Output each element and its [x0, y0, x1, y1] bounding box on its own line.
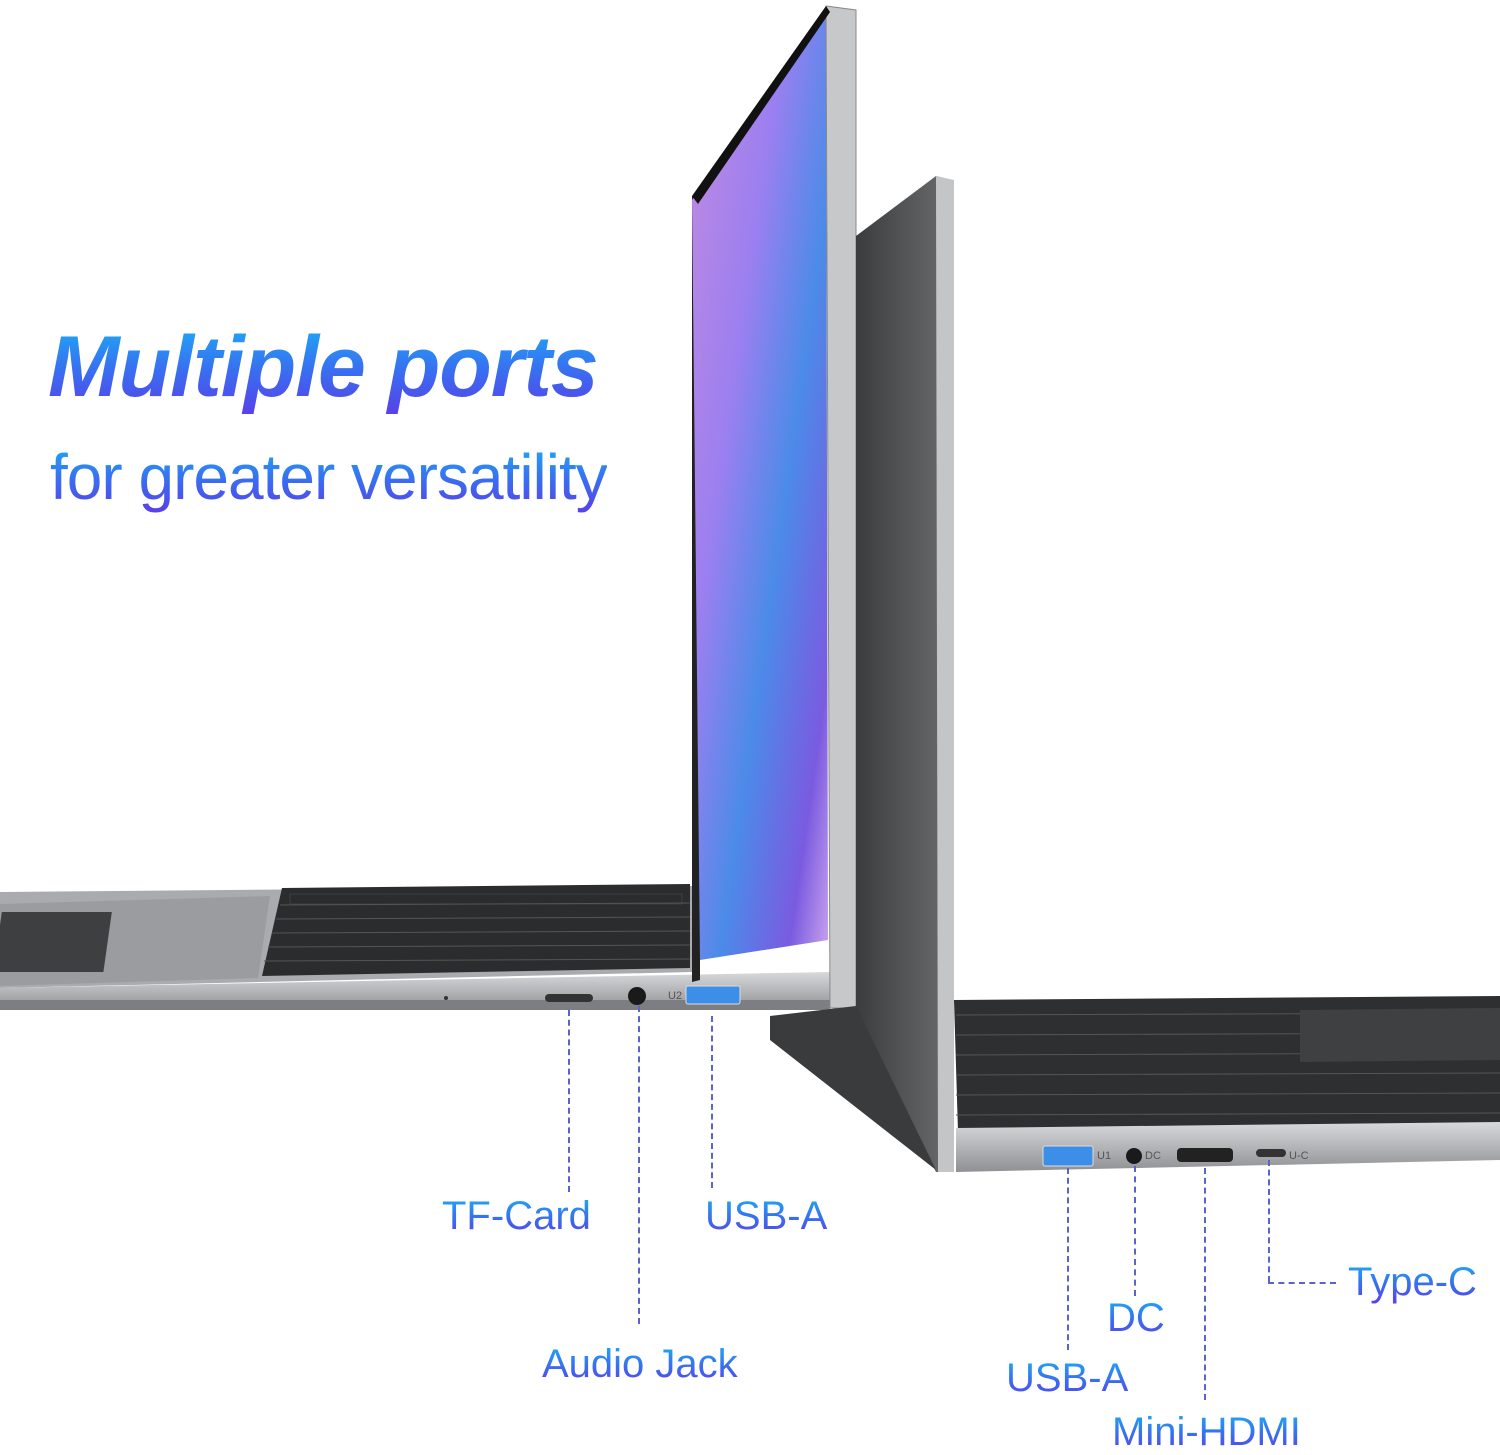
headline-title: Multiple ports [48, 319, 599, 415]
leader-type-c-v [1268, 1160, 1270, 1282]
label-tf-card: TF-Card [442, 1194, 591, 1238]
leader-usb-a-left [711, 1016, 713, 1188]
port-mark-dc: DC [1145, 1150, 1161, 1162]
audio-jack [628, 987, 646, 1005]
usb-a-port-left [685, 985, 741, 1005]
port-mark-uc: U-C [1289, 1150, 1309, 1162]
tf-card-slot [545, 994, 593, 1002]
label-mini-hdmi: Mini-HDMI [1112, 1410, 1301, 1454]
label-usb-a-right: USB-A [1006, 1356, 1129, 1400]
mini-hdmi-port [1177, 1148, 1233, 1162]
label-usb-a-left: USB-A [705, 1194, 828, 1238]
label-type-c: Type-C [1348, 1260, 1477, 1304]
port-mark-u1: U1 [1097, 1150, 1112, 1162]
leader-type-c-h [1268, 1282, 1336, 1284]
headline-subtitle: for greater versatility [50, 441, 608, 513]
leader-tf-card [568, 1010, 570, 1192]
usb-a-port-right [1042, 1145, 1094, 1167]
right-laptop [770, 176, 1500, 1172]
left-laptop [0, 5, 857, 1010]
type-c-port [1256, 1149, 1286, 1157]
label-audio-jack: Audio Jack [542, 1342, 738, 1386]
leader-usb-a-right [1067, 1168, 1069, 1350]
leader-dc [1134, 1166, 1136, 1296]
port-mark-u2: U2 [668, 990, 683, 1002]
label-dc: DC [1107, 1296, 1165, 1340]
leader-mini-hdmi [1204, 1168, 1206, 1400]
dc-port [1126, 1148, 1142, 1164]
leader-audio-jack [638, 1006, 640, 1324]
